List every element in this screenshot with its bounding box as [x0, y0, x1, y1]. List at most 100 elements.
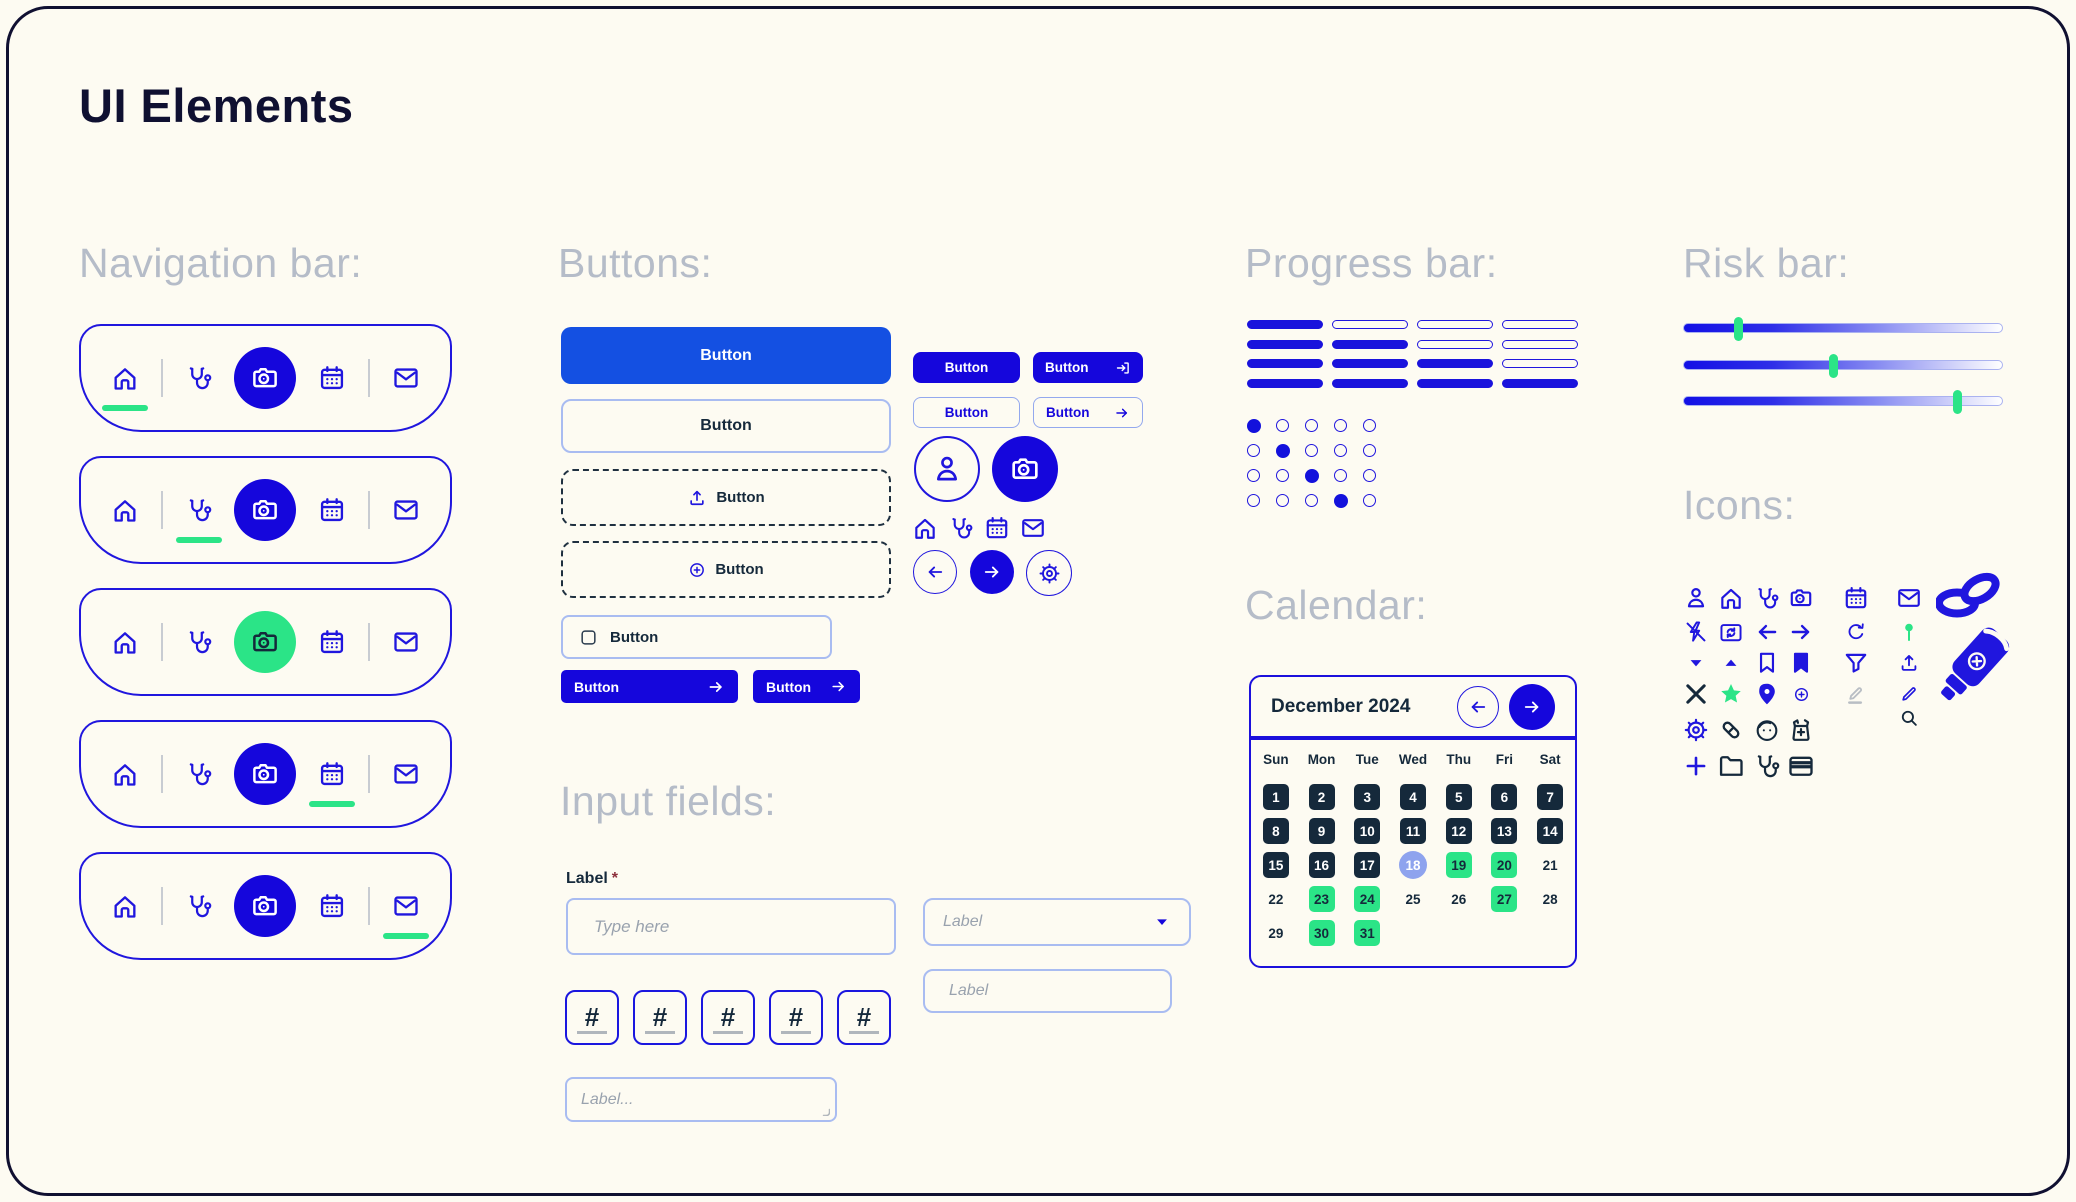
nav-item-calendar[interactable]: [309, 722, 356, 826]
resize-handle-icon[interactable]: [816, 1102, 832, 1118]
nav-item-camera[interactable]: [234, 326, 297, 430]
nav-item-calendar[interactable]: [314, 854, 350, 958]
calendar-day[interactable]: 20: [1482, 848, 1528, 882]
nav-item-stethoscope[interactable]: [181, 326, 217, 430]
calendar-day[interactable]: 25: [1390, 882, 1436, 916]
nav-item-home[interactable]: [107, 854, 143, 958]
camera-fab[interactable]: [234, 611, 297, 673]
nav-item-calendar[interactable]: [314, 326, 350, 430]
camera-circle-button[interactable]: [992, 436, 1058, 502]
nav-item-stethoscope[interactable]: [181, 590, 217, 694]
calendar-day[interactable]: 15: [1253, 848, 1299, 882]
primary-button[interactable]: Button: [561, 327, 891, 384]
secondary-button[interactable]: Button: [561, 399, 891, 453]
nav-item-mail[interactable]: [382, 854, 429, 958]
calendar-day[interactable]: 12: [1436, 814, 1482, 848]
back-circle-button[interactable]: [913, 550, 957, 594]
calendar-next-button[interactable]: [1509, 683, 1555, 730]
nav-item-camera[interactable]: [234, 854, 297, 958]
calendar-day[interactable]: 8: [1253, 814, 1299, 848]
calendar-day[interactable]: 22: [1253, 882, 1299, 916]
risk-slider-handle[interactable]: [1828, 353, 1838, 378]
camera-fab[interactable]: [234, 743, 297, 805]
code-digit-box[interactable]: #: [633, 990, 687, 1045]
nav-item-home[interactable]: [102, 326, 148, 430]
nav-item-mail[interactable]: [388, 326, 424, 430]
nav-item-home[interactable]: [107, 590, 143, 694]
code-digit-box[interactable]: #: [769, 990, 823, 1045]
checkbox-icon[interactable]: [579, 628, 598, 647]
upload-button[interactable]: Button: [561, 469, 891, 526]
nav-item-home[interactable]: [107, 458, 143, 562]
cta-wide-button[interactable]: Button: [561, 670, 738, 703]
nav-item-camera[interactable]: [234, 458, 297, 562]
nav-item-stethoscope[interactable]: [175, 458, 222, 562]
nav-item-home[interactable]: [107, 722, 143, 826]
nav-item-mail[interactable]: [388, 590, 424, 694]
calendar-day[interactable]: 21: [1527, 848, 1573, 882]
small-outline-button[interactable]: Button: [913, 397, 1020, 428]
camera-fab[interactable]: [234, 347, 297, 409]
calendar-day[interactable]: 29: [1253, 916, 1299, 950]
small-login-button[interactable]: Button: [1033, 352, 1143, 383]
text-input[interactable]: [566, 898, 896, 955]
nav-item-camera[interactable]: [234, 590, 297, 694]
cta-compact-button[interactable]: Button: [753, 670, 860, 703]
nav-item-calendar[interactable]: [314, 590, 350, 694]
calendar-icon[interactable]: [984, 515, 1010, 541]
mail-icon[interactable]: [1020, 515, 1046, 541]
calendar-day[interactable]: 4: [1390, 780, 1436, 814]
nav-item-stethoscope[interactable]: [181, 854, 217, 958]
progress-segment: [1417, 359, 1493, 368]
calendar-day[interactable]: 5: [1436, 780, 1482, 814]
camera-fab[interactable]: [234, 479, 297, 541]
calendar-day[interactable]: 23: [1299, 882, 1345, 916]
calendar-day[interactable]: 14: [1527, 814, 1573, 848]
small-filled-button[interactable]: Button: [913, 352, 1020, 383]
calendar-day[interactable]: 16: [1299, 848, 1345, 882]
calendar-day[interactable]: 3: [1344, 780, 1390, 814]
calendar-day[interactable]: 26: [1436, 882, 1482, 916]
calendar-day[interactable]: 1: [1253, 780, 1299, 814]
calendar-day[interactable]: 6: [1482, 780, 1528, 814]
checkbox-button-label: Button: [610, 628, 659, 646]
calendar-day[interactable]: 19: [1436, 848, 1482, 882]
home-icon[interactable]: [912, 515, 938, 541]
calendar-day[interactable]: 18: [1390, 848, 1436, 882]
nav-item-mail[interactable]: [388, 458, 424, 562]
calendar-day[interactable]: 10: [1344, 814, 1390, 848]
calendar-day[interactable]: 9: [1299, 814, 1345, 848]
calendar-day[interactable]: 7: [1527, 780, 1573, 814]
stethoscope-icon[interactable]: [948, 515, 974, 541]
textarea-input[interactable]: [565, 1077, 837, 1122]
calendar-day[interactable]: 27: [1482, 882, 1528, 916]
calendar-day[interactable]: 2: [1299, 780, 1345, 814]
code-digit-box[interactable]: #: [565, 990, 619, 1045]
code-digit-box[interactable]: #: [837, 990, 891, 1045]
calendar-day[interactable]: 28: [1527, 882, 1573, 916]
nav-item-camera[interactable]: [234, 722, 297, 826]
search-input[interactable]: [949, 982, 1156, 1000]
add-button[interactable]: Button: [561, 541, 891, 598]
nav-item-mail[interactable]: [388, 722, 424, 826]
checkbox-button[interactable]: Button: [561, 615, 832, 659]
small-outline-arrow-button[interactable]: Button: [1033, 397, 1143, 428]
camera-fab[interactable]: [234, 875, 297, 937]
calendar-day[interactable]: 31: [1344, 916, 1390, 950]
calendar-day[interactable]: 13: [1482, 814, 1528, 848]
calendar-day[interactable]: 17: [1344, 848, 1390, 882]
calendar-day[interactable]: 30: [1299, 916, 1345, 950]
nav-item-calendar[interactable]: [314, 458, 350, 562]
dropdown-select[interactable]: Label: [923, 898, 1191, 946]
person-circle-button[interactable]: [914, 436, 980, 502]
calendar-prev-button[interactable]: [1457, 685, 1499, 728]
code-digit-box[interactable]: #: [701, 990, 755, 1045]
settings-circle-button[interactable]: [1026, 550, 1072, 596]
forward-circle-button[interactable]: [970, 550, 1014, 594]
search-field[interactable]: [923, 969, 1172, 1013]
risk-slider-handle[interactable]: [1952, 389, 1962, 414]
risk-slider-handle[interactable]: [1733, 316, 1743, 341]
calendar-day[interactable]: 24: [1344, 882, 1390, 916]
calendar-day[interactable]: 11: [1390, 814, 1436, 848]
nav-item-stethoscope[interactable]: [181, 722, 217, 826]
